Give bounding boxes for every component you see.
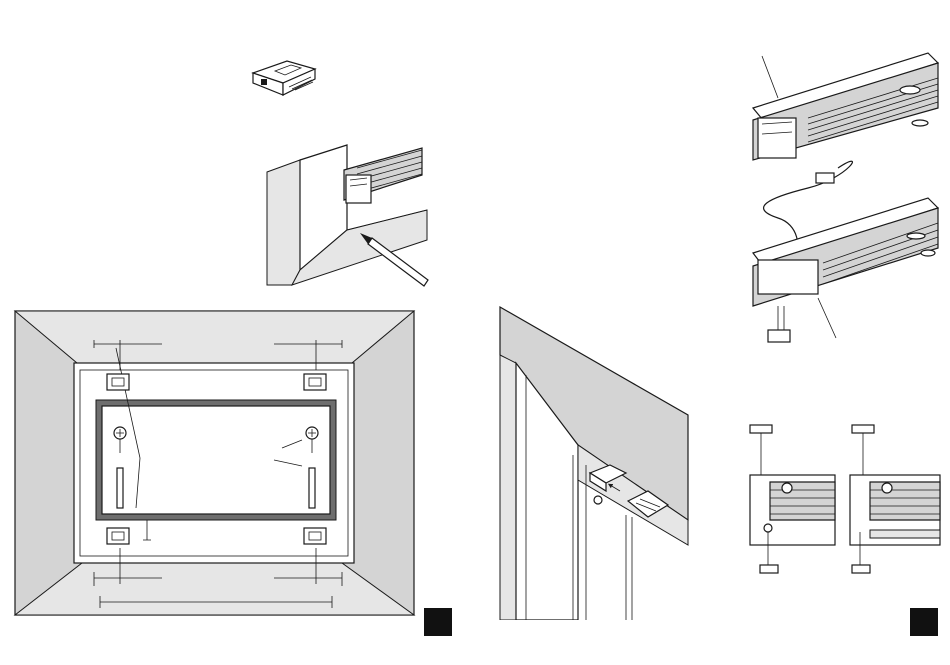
right-rail-section xyxy=(850,425,940,573)
pencil-marking-illustration xyxy=(262,140,437,295)
tension-fittings xyxy=(740,420,945,585)
bottom-left-bracket xyxy=(107,528,129,544)
top-left-bracket xyxy=(107,374,129,390)
wall-plug-icon-right xyxy=(309,468,315,508)
headrail xyxy=(753,53,938,160)
bracket-clip-icon xyxy=(253,61,315,95)
top-right-bracket xyxy=(304,374,326,390)
bottom-right-bracket xyxy=(304,528,326,544)
cord-clip-icon xyxy=(768,306,790,342)
wall-plug-icon-left xyxy=(117,468,123,508)
page-marker-right xyxy=(910,608,938,636)
rails-illustration xyxy=(748,48,943,348)
bracket-clip-illustration xyxy=(245,55,325,100)
page-marker-left xyxy=(424,608,452,636)
left-rail-section xyxy=(750,425,835,573)
screw-head-icon xyxy=(594,496,602,504)
corner-closeup xyxy=(498,305,690,620)
window-frame-layout xyxy=(12,308,444,618)
